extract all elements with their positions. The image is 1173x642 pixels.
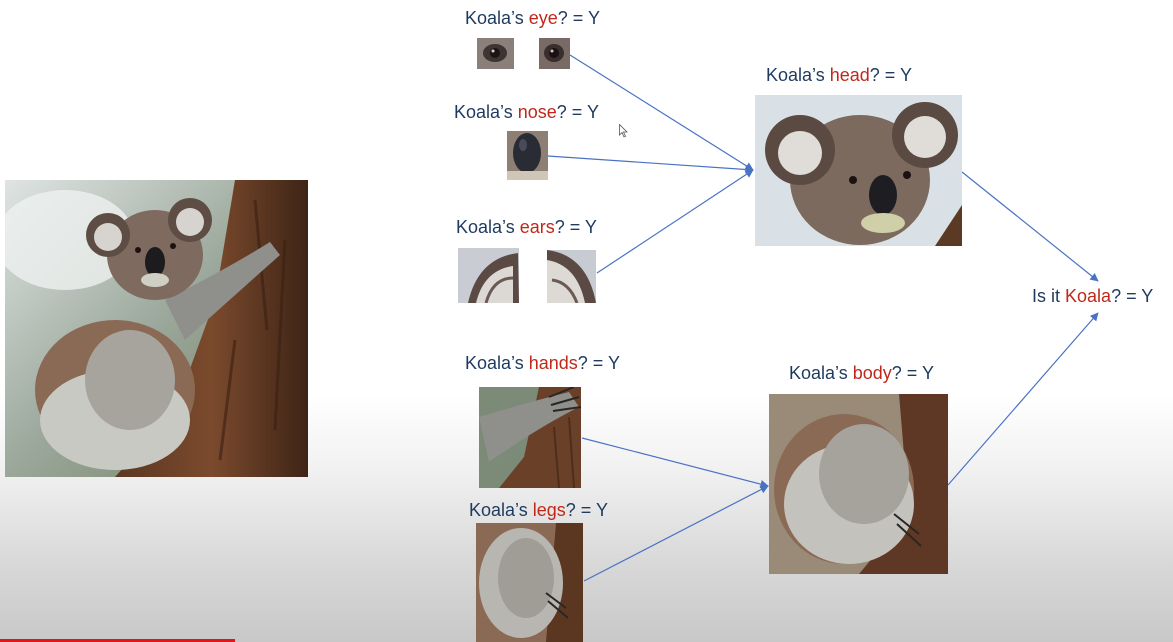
body-crop xyxy=(769,394,948,574)
head-crop xyxy=(755,95,962,246)
label-nose-part: nose xyxy=(517,102,557,122)
mouse-cursor-icon xyxy=(619,124,628,138)
eye-crop-right xyxy=(539,38,570,69)
label-legs-suffix: ? = Y xyxy=(565,500,608,520)
legs-crop xyxy=(476,523,583,642)
label-final-suffix: ? = Y xyxy=(1111,286,1154,306)
label-hands: Koala’s hands? = Y xyxy=(465,352,620,374)
label-eye-part: eye xyxy=(528,8,558,28)
arrow-legs-to-body xyxy=(583,485,769,582)
label-body-suffix: ? = Y xyxy=(891,363,934,383)
koala-photo xyxy=(5,180,308,477)
arrow-hands-to-body xyxy=(581,437,769,489)
label-head: Koala’s head? = Y xyxy=(766,64,912,86)
arrow-nose-to-head xyxy=(547,155,754,174)
label-final-prefix: Is it xyxy=(1032,286,1066,306)
label-head-part: head xyxy=(829,65,870,85)
label-ears-part: ears xyxy=(519,217,555,237)
label-legs-prefix: Koala’s xyxy=(469,500,533,520)
label-hands-part: hands xyxy=(528,353,578,373)
label-eye-suffix: ? = Y xyxy=(557,8,600,28)
label-body-part: body xyxy=(852,363,892,383)
label-hands-prefix: Koala’s xyxy=(465,353,529,373)
video-progress-bar[interactable] xyxy=(0,639,235,642)
label-nose-prefix: Koala’s xyxy=(454,102,518,122)
nose-crop xyxy=(507,131,548,180)
label-body-prefix: Koala’s xyxy=(789,363,853,383)
hands-crop xyxy=(479,387,581,488)
label-head-prefix: Koala’s xyxy=(766,65,830,85)
label-final-part: Koala xyxy=(1065,286,1112,306)
label-hands-suffix: ? = Y xyxy=(577,353,620,373)
label-body: Koala’s body? = Y xyxy=(789,362,934,384)
ear-crop-left xyxy=(458,248,519,303)
label-ears-suffix: ? = Y xyxy=(554,217,597,237)
label-ears: Koala’s ears? = Y xyxy=(456,216,597,238)
arrow-ears-to-head xyxy=(596,169,754,274)
label-legs: Koala’s legs? = Y xyxy=(469,499,608,521)
label-head-suffix: ? = Y xyxy=(869,65,912,85)
label-nose-suffix: ? = Y xyxy=(556,102,599,122)
label-eye-prefix: Koala’s xyxy=(465,8,529,28)
arrow-body-to-koala xyxy=(947,312,1099,486)
ear-crop-right xyxy=(547,250,596,303)
arrow-head-to-koala xyxy=(961,171,1099,282)
eye-crop-left xyxy=(477,38,514,69)
label-eye: Koala’s eye? = Y xyxy=(465,7,600,29)
label-legs-part: legs xyxy=(532,500,566,520)
label-ears-prefix: Koala’s xyxy=(456,217,520,237)
label-final-question: Is it Koala? = Y xyxy=(1032,285,1153,307)
label-nose: Koala’s nose? = Y xyxy=(454,101,599,123)
